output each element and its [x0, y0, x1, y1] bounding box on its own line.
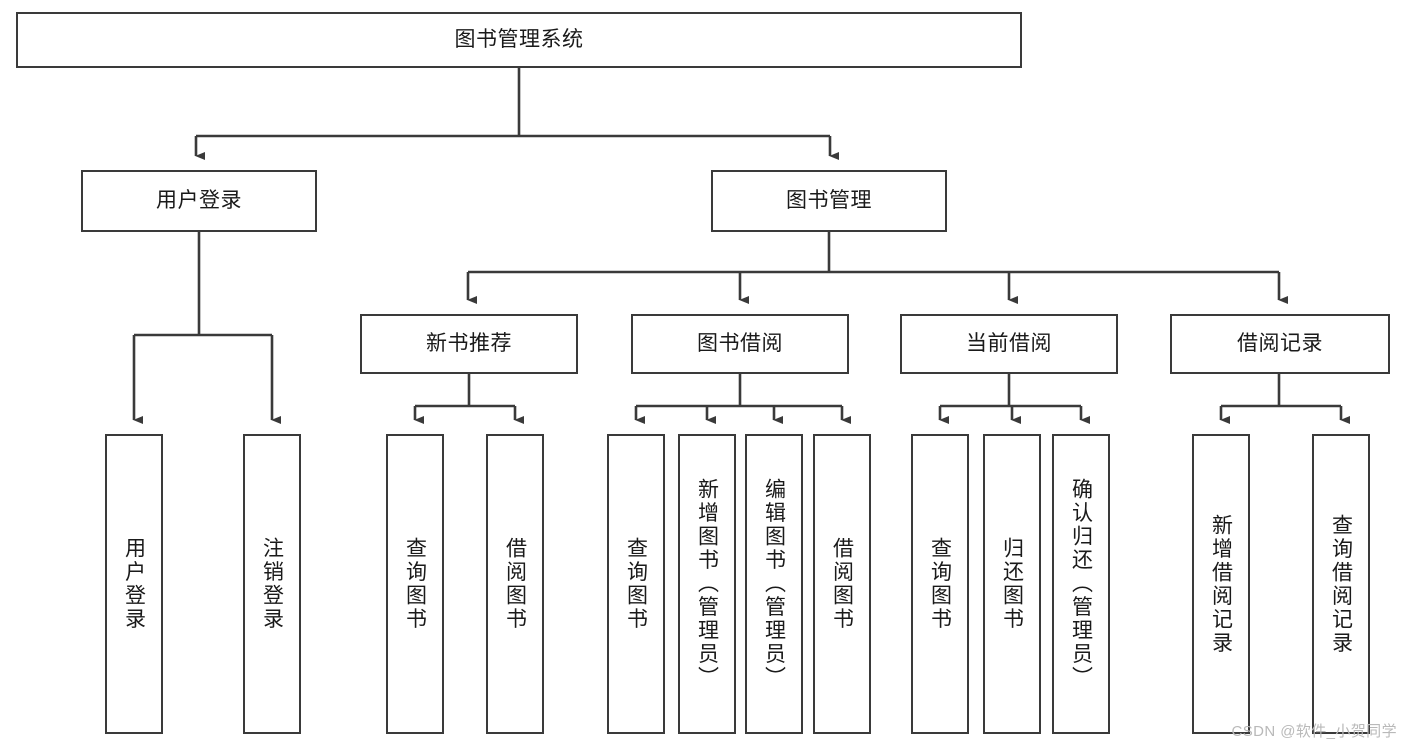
node-leaf-user-login[interactable]: 用户登录 [105, 434, 163, 734]
node-leaf-return-book-label: 归还图书 [1000, 537, 1024, 631]
node-current-borrow[interactable]: 当前借阅 [900, 314, 1118, 374]
node-new-book-recommend-label: 新书推荐 [426, 331, 512, 355]
node-leaf-query-borrow-record-label: 查询借阅记录 [1329, 513, 1353, 655]
node-leaf-user-logout[interactable]: 注销登录 [243, 434, 301, 734]
node-leaf-confirm-return-label: 确认归还（管理员） [1069, 478, 1093, 690]
csdn-watermark: CSDN @软件_小贺同学 [1231, 723, 1397, 740]
node-root[interactable]: 图书管理系统 [16, 12, 1022, 68]
node-book-borrow[interactable]: 图书借阅 [631, 314, 849, 374]
node-leaf-add-borrow-record-label: 新增借阅记录 [1209, 513, 1233, 655]
node-leaf-user-login-label: 用户登录 [122, 537, 146, 631]
node-user-login-label: 用户登录 [156, 188, 242, 212]
node-leaf-borrow-book-rec[interactable]: 借阅图书 [486, 434, 544, 734]
node-leaf-query-book-current-label: 查询图书 [928, 537, 952, 631]
node-leaf-return-book[interactable]: 归还图书 [983, 434, 1041, 734]
node-book-manage[interactable]: 图书管理 [711, 170, 947, 232]
node-current-borrow-label: 当前借阅 [966, 331, 1052, 355]
node-leaf-edit-book[interactable]: 编辑图书（管理员） [745, 434, 803, 734]
node-leaf-query-book-borrow-label: 查询图书 [624, 537, 648, 631]
node-leaf-edit-book-label: 编辑图书（管理员） [762, 478, 786, 690]
node-leaf-query-book-current[interactable]: 查询图书 [911, 434, 969, 734]
node-leaf-query-book-rec[interactable]: 查询图书 [386, 434, 444, 734]
node-leaf-query-book-borrow[interactable]: 查询图书 [607, 434, 665, 734]
node-leaf-user-logout-label: 注销登录 [260, 537, 284, 631]
node-book-borrow-label: 图书借阅 [697, 331, 783, 355]
node-leaf-query-borrow-record[interactable]: 查询借阅记录 [1312, 434, 1370, 734]
node-root-label: 图书管理系统 [454, 27, 584, 51]
node-book-manage-label: 图书管理 [786, 188, 872, 212]
node-new-book-recommend[interactable]: 新书推荐 [360, 314, 578, 374]
node-user-login[interactable]: 用户登录 [81, 170, 317, 232]
node-borrow-record[interactable]: 借阅记录 [1170, 314, 1390, 374]
node-leaf-confirm-return[interactable]: 确认归还（管理员） [1052, 434, 1110, 734]
node-leaf-borrow-book-rec-label: 借阅图书 [503, 537, 527, 631]
node-leaf-query-book-rec-label: 查询图书 [403, 537, 427, 631]
node-leaf-add-borrow-record[interactable]: 新增借阅记录 [1192, 434, 1250, 734]
node-leaf-add-book-label: 新增图书（管理员） [695, 478, 719, 690]
node-borrow-record-label: 借阅记录 [1237, 331, 1323, 355]
node-leaf-borrow-book-label: 借阅图书 [830, 537, 854, 631]
node-leaf-add-book[interactable]: 新增图书（管理员） [678, 434, 736, 734]
node-leaf-borrow-book[interactable]: 借阅图书 [813, 434, 871, 734]
